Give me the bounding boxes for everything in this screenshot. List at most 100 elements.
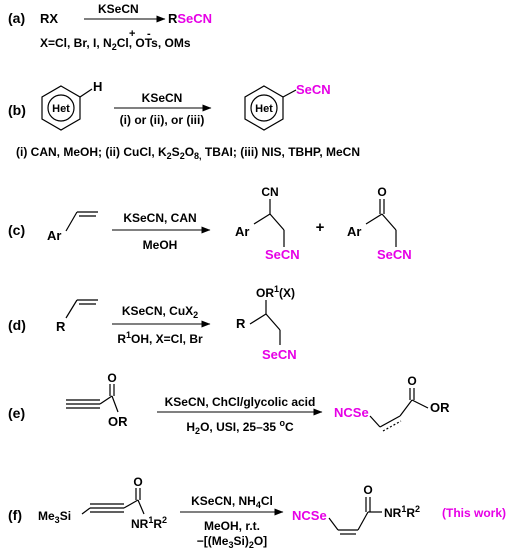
panel-a-label: (a) (8, 10, 25, 26)
conditions-e-deg: o (279, 418, 285, 428)
aryl-ketone-label: Ar (347, 224, 361, 239)
conditions-b-sub2: 2 (167, 151, 172, 161)
reagent-f-cl: Cl (261, 494, 273, 508)
tms-si: Si (60, 509, 71, 523)
conditions-a-halides: X=Cl, Br, I, (40, 36, 103, 50)
secn-group-ketone: SeCN (377, 247, 412, 262)
secn-group-a: SeCN (177, 11, 212, 26)
this-work-note: (This work) (442, 506, 506, 520)
ester-or-e: OR (108, 414, 128, 429)
conditions-b-sub8: 8, (194, 151, 202, 161)
aromatic-circle-substrate (47, 94, 75, 122)
secn-group-b: SeCN (296, 82, 331, 97)
conditions-b: (i) CAN, MeOH; (ii) CuCl, K2S2O8, TBAI; … (16, 145, 360, 161)
panel-b: (b) Het H KSeCN (i) or (ii), or (iii) He… (8, 79, 360, 161)
byproduct-f: −[(Me3Si)2O] (197, 534, 267, 550)
panel-f-label: (f) (8, 507, 22, 523)
solvent-c: MeOH (143, 238, 178, 252)
reagent-d: KSeCN, CuX2 (122, 304, 198, 320)
het-label-product: Het (255, 103, 273, 115)
product-amide-sup1: 1 (401, 504, 406, 514)
tms-me: Me (38, 509, 55, 523)
panel-d-label: (d) (8, 317, 26, 333)
panel-d: (d) R KSeCN, CuX2 R1OH, X=Cl, Br OR1(X) … (8, 284, 297, 362)
product-amide-sup2: 2 (415, 504, 420, 514)
amide-sup2: 2 (162, 515, 167, 525)
conditions-b-sub2b: 2 (180, 151, 185, 161)
reagent-f: KSeCN, NH4Cl (191, 494, 273, 510)
reagent-f-main: KSeCN, NH (191, 494, 256, 508)
amide-r: R (153, 517, 162, 531)
substrate-rx: RX (40, 11, 58, 26)
aryl-label-c: Ar (47, 228, 61, 243)
c-se-bond (282, 89, 297, 98)
conditions-e-c: C (285, 420, 294, 434)
solvent-f: MeOH, r.t. (204, 519, 260, 533)
options-b: (i) or (ii), or (iii) (120, 113, 205, 127)
reagent-f-sub4: 4 (256, 500, 261, 510)
conditions-a: X=Cl, Br, I, N2Cl, OTs, OMs (40, 36, 191, 52)
conditions-b-part1: (i) CAN, MeOH; (ii) CuCl, K (16, 145, 167, 159)
secn-group-d: SeCN (262, 347, 297, 362)
conditions-d-r: R (117, 332, 126, 346)
tms-sub3: 3 (55, 515, 60, 525)
aryl-product-label-c: Ar (235, 224, 249, 239)
ncse-group-e: NCSe (334, 405, 369, 420)
byproduct-si: Si) (233, 534, 248, 548)
conditions-a-sub2: 2 (112, 42, 117, 52)
c-ch2-bond-d (265, 313, 281, 331)
conditions-e-h: H (186, 420, 195, 434)
or-group-d-x: (X) (279, 286, 295, 300)
reagent-c: KSeCN, CAN (123, 211, 196, 225)
r-label-d: R (56, 319, 66, 334)
or-group-d-or: OR (256, 286, 274, 300)
panel-a: (a) RX KSeCN RSeCN X=Cl, Br, I, N2Cl, OT… (8, 2, 212, 52)
product-a: RSeCN (168, 11, 212, 26)
conditions-d: R1OH, X=Cl, Br (117, 330, 203, 346)
reagent-d-sub2: 2 (193, 310, 198, 320)
vinyl-carbonyl-e (399, 399, 413, 417)
panel-f: (f) Me3Si O NR1R2 KSeCN, NH4Cl MeOH, r.t… (8, 475, 506, 550)
panel-c: (c) Ar KSeCN, CAN MeOH CN Ar SeCN + O Ar… (8, 185, 412, 262)
panel-c-label: (c) (8, 222, 25, 238)
conditions-d-rest: OH, X=Cl, Br (131, 332, 203, 346)
conditions-a-n: N (103, 36, 112, 50)
conditions-e-mid: O, USI, 25–35 (200, 420, 279, 434)
byproduct-o: O] (254, 534, 267, 548)
panel-e: (e) O OR KSeCN, ChCl/glycolic acid H2O, … (8, 371, 450, 436)
amide-c-n-bond (137, 499, 145, 515)
product-c-o-bond (411, 399, 429, 409)
si-c-bond (81, 507, 91, 515)
c-ch2-bond-c (269, 213, 285, 231)
or-group-d-sup1: 1 (274, 284, 279, 294)
tms-group: Me3Si (38, 509, 71, 525)
het-label-substrate: Het (52, 103, 70, 115)
se-c-bond-f (328, 517, 339, 531)
styrene-bond-1 (65, 211, 78, 232)
byproduct-me: −[(Me (197, 534, 229, 548)
panel-e-label: (e) (8, 405, 25, 421)
reagent-e: KSeCN, ChCl/glycolic acid (165, 395, 316, 409)
or-group-d: OR1(X) (256, 284, 295, 300)
panel-b-label: (b) (8, 102, 26, 118)
r-product-label-d: R (236, 316, 246, 331)
ar-co-bond (365, 213, 383, 225)
aromatic-circle-product (250, 94, 278, 122)
diazonium-charges: + (129, 28, 135, 40)
ester-oxygen-e: O (107, 371, 116, 385)
co-ch2-bond (381, 213, 397, 231)
conditions-b-s: S (172, 145, 180, 159)
product-a-r: R (168, 11, 178, 26)
ar-c-bond-c (253, 213, 271, 225)
product-or-e: OR (430, 400, 450, 415)
r-c-bond-d (249, 313, 267, 325)
conditions-e-sub2: 2 (195, 426, 200, 436)
product-amide-r: R (406, 506, 415, 520)
reagent-d-main: KSeCN, CuX (122, 304, 193, 318)
conditions-a-rest: Cl, OTs, OMs (117, 36, 191, 50)
alkyne-amide-bond (123, 499, 139, 509)
vinyl-carbonyl-f (357, 511, 369, 531)
product-amide-nr: NR (384, 506, 402, 520)
product-oxygen-f: O (363, 483, 372, 497)
